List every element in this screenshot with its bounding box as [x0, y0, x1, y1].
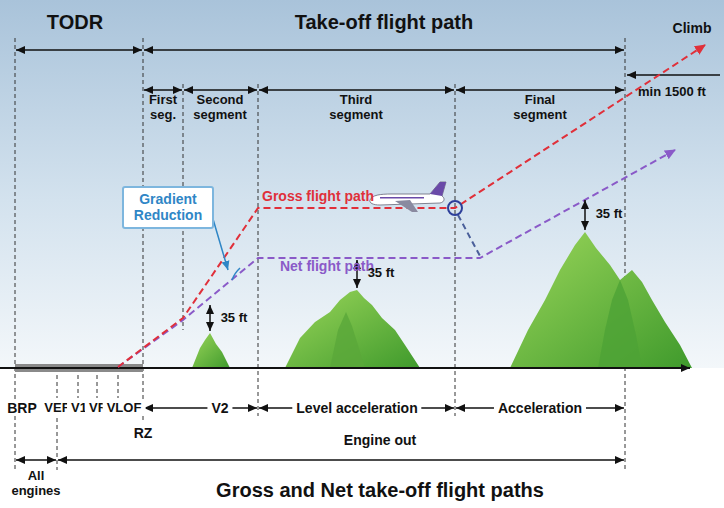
dimension-title: TODR [47, 11, 103, 34]
point-label: RZ [130, 425, 157, 441]
phase-label: Engine out [340, 432, 420, 448]
phase-label: Level acceleration [292, 400, 421, 416]
dimension-title: Take-off flight path [295, 11, 474, 34]
speed-label: VLOF [103, 401, 146, 416]
callout-box: Gradient Reduction [122, 186, 214, 229]
segment-label: Final segment [500, 93, 580, 123]
path-label: Net flight path [280, 258, 374, 274]
path-label: Gross flight path [262, 188, 374, 204]
segment-label: First seg. [142, 93, 184, 123]
callout-text: Gradient Reduction [130, 191, 206, 223]
clearance-label: 35 ft [221, 311, 248, 326]
speed-label: BRP [3, 400, 41, 416]
dimension-label: min 1500 ft [638, 85, 706, 100]
path-label: Climb [673, 20, 712, 36]
clearance-label: 35 ft [596, 207, 623, 222]
phase-label: All engines [8, 469, 64, 499]
segment-label: Third segment [316, 93, 396, 123]
caption: Gross and Net take-off flight paths [216, 479, 544, 502]
segment-label: Second segment [185, 93, 255, 123]
phase-label: Acceleration [494, 400, 586, 416]
clearance-label: 35 ft [368, 266, 395, 281]
phase-label: V2 [207, 400, 232, 416]
